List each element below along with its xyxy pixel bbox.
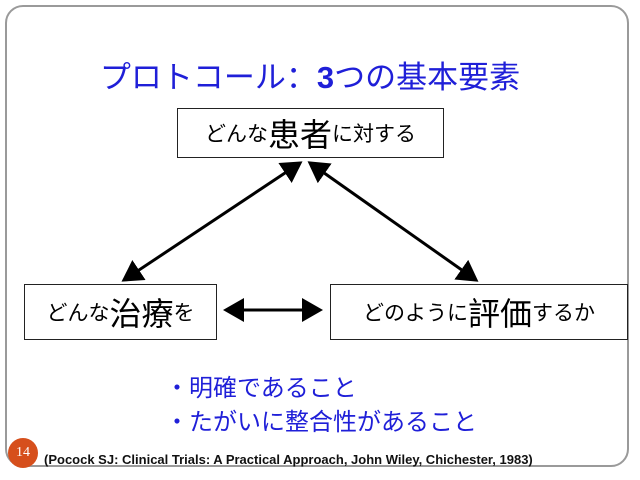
page-number-badge: 14: [8, 438, 38, 468]
arrow-patient-treatment: [121, 161, 303, 282]
citation: (Pocock SJ: Clinical Trials: A Practical…: [44, 452, 533, 467]
bullet-item: ・明確であること: [165, 374, 357, 402]
slide-title: プロトコール：3つの基本要素: [99, 60, 521, 96]
treatment-box: どんな治療を: [24, 284, 217, 340]
arrow-patient-evaluation: [307, 161, 479, 282]
patient-box: どんな患者に対する: [177, 108, 444, 158]
slide-frame: [5, 5, 629, 467]
evaluation-box: どのように評価するか: [330, 284, 628, 340]
bullet-item: ・たがいに整合性があること: [165, 408, 477, 436]
